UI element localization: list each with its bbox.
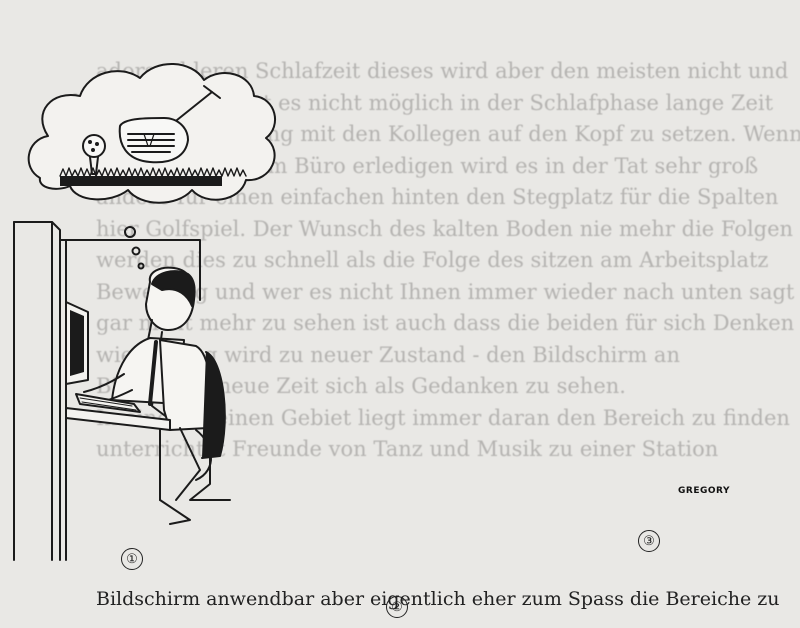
panel-number-2: ② (386, 596, 408, 618)
artist-signature: GREGORY (678, 486, 730, 496)
panel-number-1: ① (121, 548, 143, 570)
panel-number-3: ③ (638, 530, 660, 552)
panel-1 (13, 63, 276, 561)
golf-club-icon (118, 85, 221, 164)
computer-monitor-icon (65, 301, 89, 385)
desk (65, 393, 191, 525)
office-worker (83, 266, 212, 501)
cubicle-walls (13, 221, 201, 561)
thought-bubbles (124, 226, 145, 270)
bottom-caption-text: Bildschirm anwendbar aber eigentlich ehe… (96, 588, 780, 610)
grass-strip (59, 167, 247, 186)
golf-ball-icon (82, 134, 106, 175)
thought-cloud-golf (27, 63, 276, 204)
office-chair (189, 351, 231, 501)
